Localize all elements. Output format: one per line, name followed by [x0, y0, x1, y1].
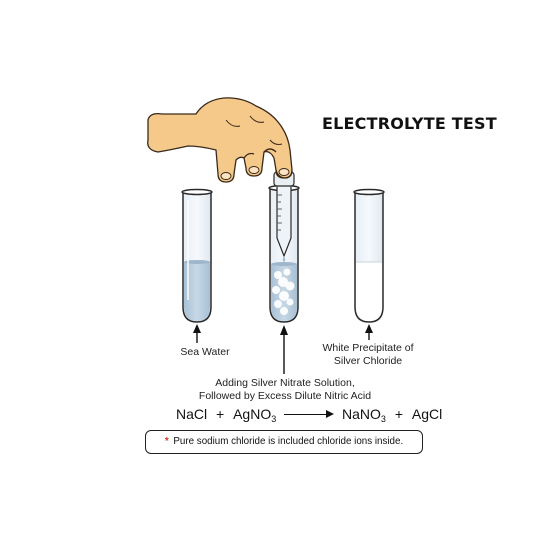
equation-plus-1: + [216, 406, 225, 422]
arrow-up-icon-white-precipitate [365, 324, 373, 340]
label-adding-line2: Followed by Excess Dilute Nitric Acid [198, 390, 372, 402]
nano3-subscript: 3 [380, 414, 386, 424]
precipitate-cloud [272, 268, 295, 315]
chemical-equation: NaCl + AgNO3 NaNO3 + AgCl [176, 406, 442, 424]
label-adding-line1: Adding Silver Nitrate Solution, [215, 377, 355, 389]
label-sea-water: Sea Water [180, 346, 230, 358]
equation-product-agcl: AgCl [411, 406, 443, 422]
label-white-precipitate-line1: White Precipitate of [322, 342, 414, 354]
white-precipitate [356, 262, 382, 321]
note-marker: * [164, 436, 169, 447]
test-tube-icon-white-precipitate [353, 188, 385, 323]
label-white-precipitate-line2: Silver Chloride [333, 355, 403, 367]
label-adding-reagent: Adding Silver Nitrate Solution, Followed… [185, 377, 385, 403]
equation-product-nano3: NaNO3 [342, 406, 386, 424]
equation-reactant-agno3: AgNO3 [233, 406, 276, 424]
test-tube-icon-sea-water [181, 188, 213, 323]
label-white-precipitate: White Precipitate of Silver Chloride [308, 342, 428, 368]
diagram-title: ELECTROLYTE TEST [322, 114, 497, 133]
agno3-subscript: 3 [271, 414, 277, 424]
equation-reactant-nacl: NaCl [176, 406, 208, 422]
arrow-up-icon-reaction [280, 325, 288, 374]
sea-water-liquid [184, 262, 210, 321]
note-box: * Pure sodium chloride is included chlor… [145, 430, 423, 454]
nano3-base: NaNO [342, 406, 381, 422]
note-text: Pure sodium chloride is included chlorid… [173, 436, 404, 447]
arrow-up-icon-sea-water [193, 324, 201, 343]
agno3-base: AgNO [233, 406, 272, 422]
equation-plus-2: + [394, 406, 404, 422]
reaction-arrow-icon [284, 410, 335, 420]
hand-icon [147, 97, 293, 183]
